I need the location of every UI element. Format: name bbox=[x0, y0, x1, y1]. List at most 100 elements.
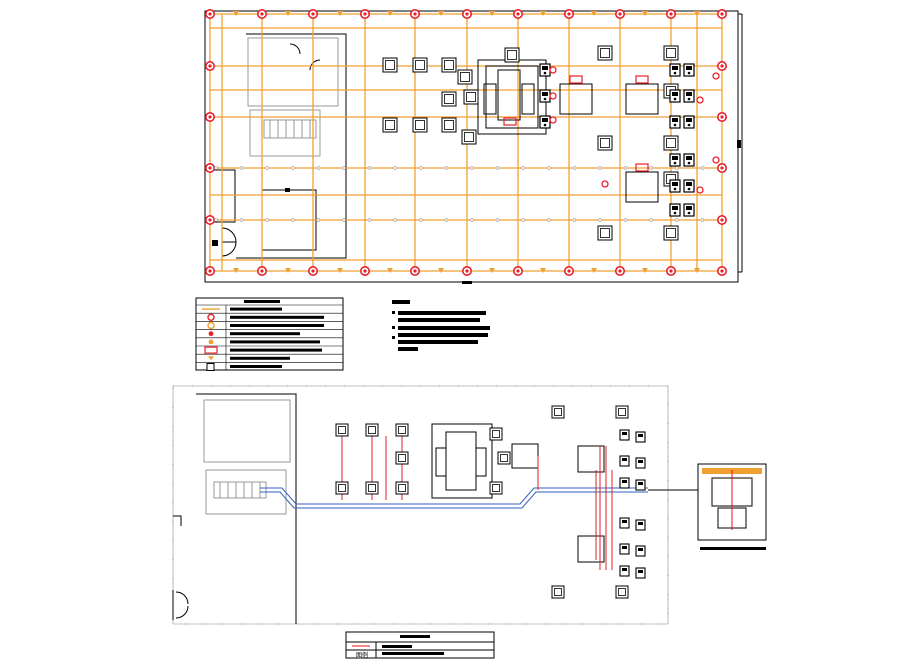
switch-icon-fill bbox=[672, 182, 678, 186]
switch-icon-fill bbox=[672, 92, 678, 96]
grid-node-icon bbox=[495, 218, 500, 222]
grid-node-icon bbox=[291, 218, 295, 222]
legend-square-icon bbox=[206, 363, 215, 371]
grid-node-icon bbox=[521, 166, 525, 170]
switch-icon-dot bbox=[673, 97, 677, 101]
bottom-equipment-icon-inner bbox=[398, 454, 406, 462]
equipment-foundation-icon-inner bbox=[507, 50, 517, 60]
equipment-foundation-icon-inner bbox=[600, 228, 610, 238]
bottom-switch-fill bbox=[638, 460, 643, 463]
equipment-foundation-icon bbox=[441, 117, 457, 133]
ground-rod-center bbox=[208, 12, 212, 16]
grid-node-icon bbox=[214, 166, 218, 170]
switch-icon-fill bbox=[686, 118, 692, 122]
equipment-foundation-icon bbox=[441, 91, 457, 107]
legend-top-title bbox=[244, 300, 280, 303]
grid-node-icon bbox=[265, 166, 269, 170]
terminal-icon bbox=[712, 156, 720, 164]
note-line-3 bbox=[398, 326, 490, 330]
bottom-switch-fill bbox=[622, 520, 627, 523]
equipment-foundation-icon bbox=[461, 129, 477, 145]
grid-node-icon bbox=[470, 218, 474, 222]
bottom-cabinet-box bbox=[577, 445, 605, 473]
equipment-foundation-icon-inner bbox=[464, 132, 474, 142]
ground-rod-center bbox=[208, 115, 212, 119]
legend-bottom-frame bbox=[345, 631, 495, 659]
ground-rod-center bbox=[618, 12, 622, 16]
switch-icon-dot bbox=[673, 123, 677, 127]
detail-box bbox=[697, 463, 767, 541]
switch-icon-dot bbox=[687, 187, 691, 191]
test-point-icon bbox=[591, 268, 597, 273]
equipment-foundation-icon bbox=[597, 225, 613, 241]
bottom-equipment-icon bbox=[497, 451, 511, 465]
test-point-icon bbox=[591, 11, 597, 16]
switch-icon-dot bbox=[687, 161, 691, 165]
equipment-foundation-icon bbox=[457, 69, 473, 85]
bottom-equipment-icon-inner bbox=[554, 408, 562, 416]
room-marker bbox=[285, 188, 290, 192]
test-point-icon bbox=[540, 11, 546, 16]
notes bbox=[392, 300, 490, 351]
note-line-6 bbox=[398, 347, 418, 351]
test-point-icon bbox=[337, 11, 343, 16]
equipment-foundation-icon-inner bbox=[385, 120, 395, 130]
door-swing bbox=[221, 227, 237, 257]
annex-block bbox=[204, 169, 236, 223]
grid-node-icon bbox=[700, 218, 705, 222]
equipment-foundations bbox=[382, 45, 720, 241]
bottom-switch-fill bbox=[638, 434, 643, 437]
bottom-equipment-icon-inner bbox=[618, 588, 626, 596]
grid-node-icon bbox=[470, 166, 474, 170]
cable-trench bbox=[260, 487, 648, 505]
test-point-icon bbox=[285, 11, 291, 16]
grid-node-icon bbox=[547, 166, 551, 170]
switch-icon-fill bbox=[672, 66, 678, 70]
ground-rod-center bbox=[669, 12, 673, 16]
bottom-switch-fill bbox=[638, 570, 643, 573]
grid-node-icon bbox=[572, 166, 577, 170]
equipment-foundation-icon bbox=[412, 57, 428, 73]
grid-node-icon bbox=[393, 218, 397, 222]
bottom-cabinets bbox=[213, 481, 267, 499]
ground-rod-center bbox=[260, 12, 264, 16]
bottom-equipment-icon-inner bbox=[368, 484, 376, 492]
equipment-foundation-icon-inner bbox=[415, 60, 425, 70]
transformer-outline bbox=[477, 59, 547, 135]
equipment-foundation-icon-inner bbox=[666, 48, 676, 58]
grid-node-icon bbox=[393, 166, 397, 170]
bottom-equipment-icon bbox=[335, 423, 349, 437]
test-point-icon bbox=[489, 268, 495, 273]
transformer-radiator bbox=[521, 83, 535, 115]
equipment-foundation-icon bbox=[382, 57, 398, 73]
legend-test-point-icon bbox=[208, 356, 214, 361]
bottom-switch-fill bbox=[638, 548, 643, 551]
bottom-door bbox=[172, 515, 189, 620]
legend-row-text bbox=[230, 348, 322, 352]
ground-rod-center bbox=[720, 166, 724, 170]
equipment-foundation-icon-inner bbox=[666, 228, 676, 238]
equipment-foundation-icon bbox=[597, 45, 613, 61]
rooms-lower bbox=[249, 109, 321, 157]
busbar-icon bbox=[503, 117, 517, 126]
bottom-switch-fill bbox=[622, 480, 627, 483]
test-point-icon bbox=[285, 268, 291, 273]
legend-bottom-label: 图例 bbox=[356, 651, 368, 659]
note-bullet bbox=[392, 311, 395, 314]
note-bullet bbox=[392, 326, 395, 329]
legend-row-text bbox=[230, 340, 320, 344]
terminal-icon bbox=[601, 180, 609, 188]
switch-icon-dot bbox=[687, 71, 691, 75]
legend-row-text bbox=[230, 365, 282, 368]
grid-node-icon bbox=[342, 166, 346, 170]
bottom-equipment bbox=[335, 405, 646, 599]
test-point-icon bbox=[438, 268, 444, 273]
ground-rod-center bbox=[465, 269, 469, 273]
detail-caption bbox=[700, 547, 766, 550]
equipment-foundation-icon-inner bbox=[444, 120, 454, 130]
grid-node-icon bbox=[598, 218, 602, 222]
test-point-icon bbox=[387, 268, 393, 273]
ground-rod-center bbox=[516, 12, 520, 16]
bottom-annex-wall bbox=[196, 393, 297, 624]
bottom-equipment-icon-inner bbox=[500, 454, 508, 462]
